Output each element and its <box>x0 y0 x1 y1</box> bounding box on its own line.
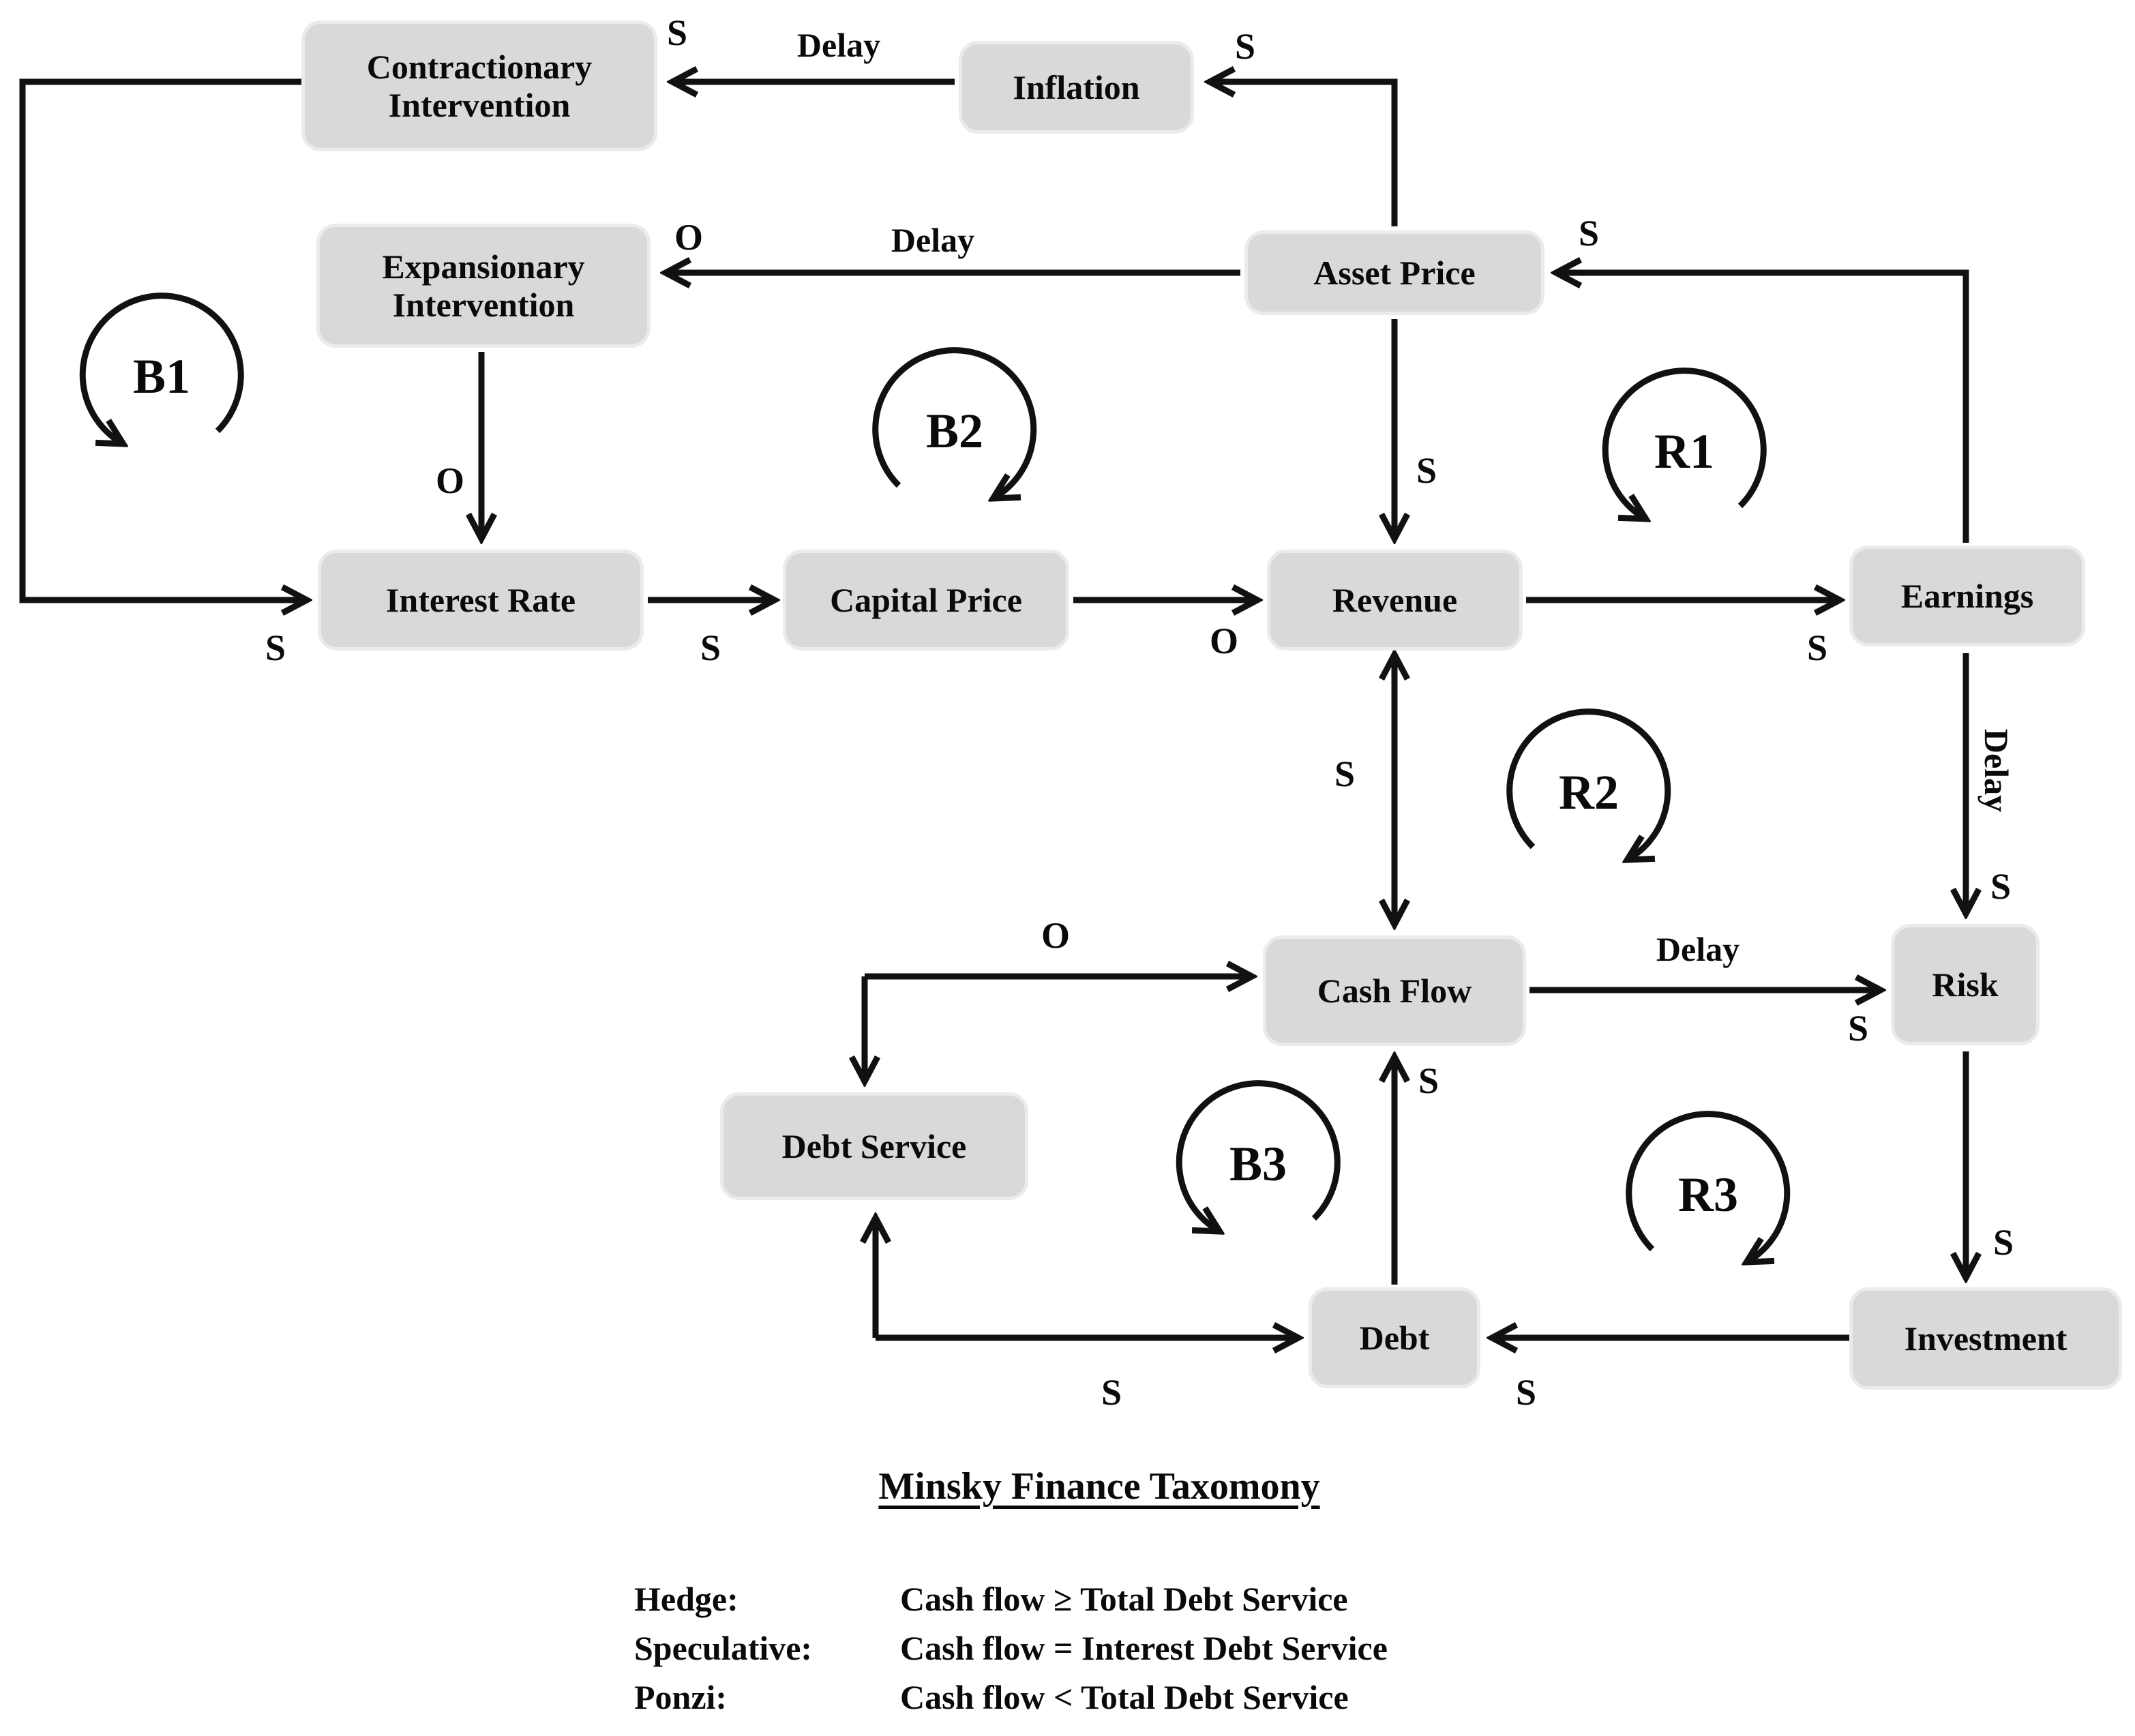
polarity-s-debt-service-debt: S <box>1101 1372 1122 1413</box>
node-expansionary-intervention: Expansionary Intervention <box>316 224 651 348</box>
polarity-o-expansionary-to-interest-rate: O <box>435 460 465 501</box>
polarity-s-risk-to-investment: S <box>1992 1222 2014 1263</box>
polarity-s-revenue-to-earnings: S <box>1806 627 1828 668</box>
loop-r3-circle-arrow <box>1626 1111 1791 1261</box>
loop-b2-circle-arrow <box>872 347 1037 498</box>
polarity-s-interest-rate-to-capital-price: S <box>700 627 721 668</box>
delay-label-asset-price-to-expansionary: Delay <box>891 221 975 259</box>
polarity-s-asset-price-to-revenue: S <box>1416 450 1437 491</box>
polarity-o-capital-price-to-revenue: O <box>1209 620 1239 661</box>
node-interest-rate: Interest Rate <box>318 550 644 650</box>
node-risk: Risk <box>1891 924 2040 1045</box>
polarity-s-contractionary-to-interest-rate: S <box>265 627 286 668</box>
node-debt-service: Debt Service <box>720 1092 1028 1200</box>
legend-title: Minsky Finance Taxomony <box>878 1465 1320 1508</box>
edge-asset-price-to-inflation <box>1211 82 1398 226</box>
loop-b1-circle-arrow <box>79 293 244 443</box>
polarity-s-investment-to-debt: S <box>1515 1372 1537 1413</box>
polarity-s-cash-flow-to-risk: S <box>1847 1008 1869 1049</box>
node-earnings: Earnings <box>1849 545 2085 646</box>
polarity-s-debt-to-cash-flow: S <box>1418 1060 1439 1101</box>
polarity-s-asset-price-to-inflation: S <box>1234 26 1256 67</box>
legend-row-speculative: Speculative: Cash flow = Interest Debt S… <box>634 1628 1725 1671</box>
legend-definition-ponzi: Cash flow < Total Debt Service <box>900 1678 1349 1716</box>
polarity-s-revenue-cash-flow: S <box>1334 753 1356 794</box>
loop-r1-label: R1 <box>1654 424 1714 479</box>
polarity-o-debt-service-cash-flow: O <box>1041 915 1071 956</box>
delay-label-inflation-to-contractionary: Delay <box>796 26 881 64</box>
legend-row-hedge: Hedge: Cash flow ≥ Total Debt Service <box>634 1579 1725 1621</box>
loop-b3-label: B3 <box>1229 1137 1287 1191</box>
polarity-s-earnings-to-risk: S <box>1990 866 2012 907</box>
node-cash-flow: Cash Flow <box>1263 936 1526 1046</box>
polarity-s-inflation-to-contractionary: S <box>666 12 688 53</box>
legend-term-speculative: Speculative: <box>634 1629 813 1667</box>
node-debt: Debt <box>1309 1287 1480 1388</box>
legend-definition-speculative: Cash flow = Interest Debt Service <box>900 1629 1388 1667</box>
loop-r3-label: R3 <box>1678 1167 1738 1222</box>
delay-label-cash-flow-to-risk: Delay <box>1656 930 1740 968</box>
loop-r2-circle-arrow <box>1506 708 1671 859</box>
polarity-s-earnings-to-asset-price: S <box>1578 213 1600 254</box>
node-revenue: Revenue <box>1267 550 1523 650</box>
legend-row-ponzi: Ponzi: Cash flow < Total Debt Service <box>634 1677 1725 1720</box>
loop-r1-circle-arrow <box>1602 368 1767 518</box>
loop-b2-label: B2 <box>925 404 984 458</box>
node-asset-price: Asset Price <box>1244 230 1544 315</box>
edge-contractionary-to-interest-rate <box>19 78 305 600</box>
legend-term-hedge: Hedge: <box>634 1580 738 1618</box>
node-contractionary-intervention: Contractionary Intervention <box>301 20 657 151</box>
node-capital-price: Capital Price <box>783 550 1069 650</box>
node-inflation: Inflation <box>959 41 1194 134</box>
loop-b3-circle-arrow <box>1176 1080 1341 1231</box>
node-investment: Investment <box>1849 1287 2122 1390</box>
legend-term-ponzi: Ponzi: <box>634 1678 728 1716</box>
edge-earnings-to-asset-price <box>1557 273 1969 543</box>
legend-definition-hedge: Cash flow ≥ Total Debt Service <box>900 1580 1348 1618</box>
loop-b1-label: B1 <box>132 349 191 404</box>
loop-r2-label: R2 <box>1559 765 1619 820</box>
polarity-o-asset-price-to-expansionary: O <box>674 217 704 258</box>
delay-label-earnings-to-risk: Delay <box>1977 728 2016 813</box>
